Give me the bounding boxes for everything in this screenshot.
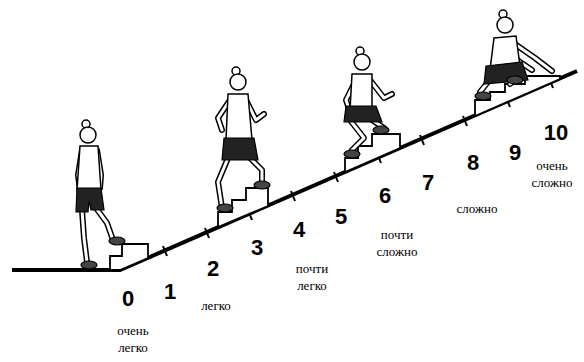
scale-number: 4 — [293, 218, 305, 242]
scale-label: легко — [201, 297, 231, 314]
scale-number: 9 — [509, 141, 521, 165]
scale-number: 0 — [122, 287, 134, 311]
scale-number: 2 — [207, 257, 219, 281]
scale-number: 3 — [251, 236, 263, 260]
scale-number: 5 — [335, 205, 347, 229]
scale-label: почти легко — [287, 260, 337, 294]
scale-label: очень сложно — [526, 157, 578, 191]
scale-number: 10 — [544, 121, 568, 145]
figure-climbing — [475, 10, 552, 100]
scale-number: 8 — [467, 151, 479, 175]
scale-label: почти сложно — [369, 226, 425, 260]
scale-number: 1 — [164, 280, 176, 304]
scale-label: сложно — [457, 200, 498, 217]
scale-line — [12, 71, 577, 270]
figure-standing — [76, 120, 125, 269]
scale-number: 7 — [422, 171, 434, 195]
figure-crouching — [344, 47, 392, 158]
scale-number: 6 — [379, 184, 391, 208]
scale-label: очень легко — [107, 322, 159, 356]
stairs — [110, 76, 560, 270]
figure-stepping — [217, 67, 270, 212]
